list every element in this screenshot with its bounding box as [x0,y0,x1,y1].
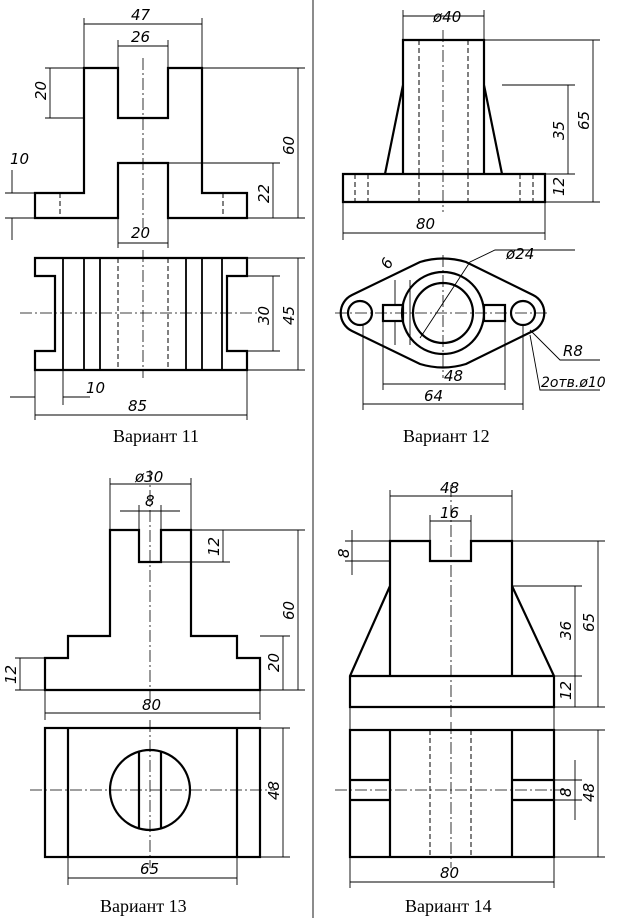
v12-dim-6: 6 [377,255,397,272]
v11-dim-30: 30 [255,306,273,325]
v14-top-view [348,728,556,859]
v11-dim-26: 26 [131,28,150,46]
v14-dim-8b: 8 [557,787,575,797]
v13-caption: Вариант 13 [100,896,187,916]
v12-dim-d40: ø40 [432,8,461,26]
v11-front-view [33,66,249,220]
v14-dim-48b: 48 [580,783,598,802]
variant-12: ø40 35 65 12 80 6 ø24 R8 48 64 2отв.ø10 … [335,8,606,446]
v12-dim-80: 80 [416,215,435,233]
v11-dim-22: 22 [255,184,273,203]
v13-dim-80: 80 [142,696,161,714]
variant-11: 47 26 20 60 10 22 20 30 45 10 85 Вариант… [5,6,305,446]
v11-dim-60: 60 [280,136,298,155]
v11-top-view [33,256,249,372]
v11-dim-20: 20 [32,81,50,100]
v14-dim-8: 8 [335,548,353,558]
v14-dim-16: 16 [440,504,459,522]
v11-dim-10: 10 [10,150,29,168]
v12-dim-35: 35 [550,121,568,140]
v12-dim-65: 65 [575,111,593,130]
variant-14: 48 16 8 36 65 12 8 48 80 Вариант 14 [335,479,605,916]
v12-front-view [341,38,547,204]
v11-dim-10b: 10 [86,379,105,397]
v13-dim-d30: ø30 [134,468,163,486]
v11-dim-85: 85 [128,397,147,415]
v11-dim-45: 45 [280,306,298,325]
v14-dim-80: 80 [440,864,459,882]
v11-dim-20b: 20 [131,224,150,242]
v12-dim-48: 48 [444,367,463,385]
v12-dim-64: 64 [424,387,443,405]
v13-dim-20: 20 [265,653,283,672]
v14-front-view [348,539,556,709]
v12-dim-12: 12 [550,177,568,196]
v14-caption: Вариант 14 [405,896,492,916]
v13-dim-60: 60 [280,601,298,620]
v11-caption: Вариант 11 [113,426,199,446]
v13-dim-12b: 12 [2,665,20,684]
v11-dim-47: 47 [131,6,151,24]
v14-dim-65: 65 [580,613,598,632]
v13-dim-48: 48 [265,781,283,800]
v13-top-view [43,726,262,859]
v13-front-view [43,528,262,692]
v14-dim-12: 12 [557,681,575,700]
v13-dim-8: 8 [145,492,155,510]
v12-dim-r8: R8 [563,342,583,360]
v14-dim-48: 48 [440,479,459,497]
v14-dim-36: 36 [557,621,575,640]
v12-dim-d24: ø24 [505,245,534,263]
v13-dim-12: 12 [205,537,223,556]
v12-caption: Вариант 12 [403,426,490,446]
v12-dim-holes: 2отв.ø10 [541,375,606,391]
variant-13: ø30 8 12 60 12 20 80 48 65 Вариант 13 [2,468,305,916]
v13-dim-65: 65 [140,860,159,878]
